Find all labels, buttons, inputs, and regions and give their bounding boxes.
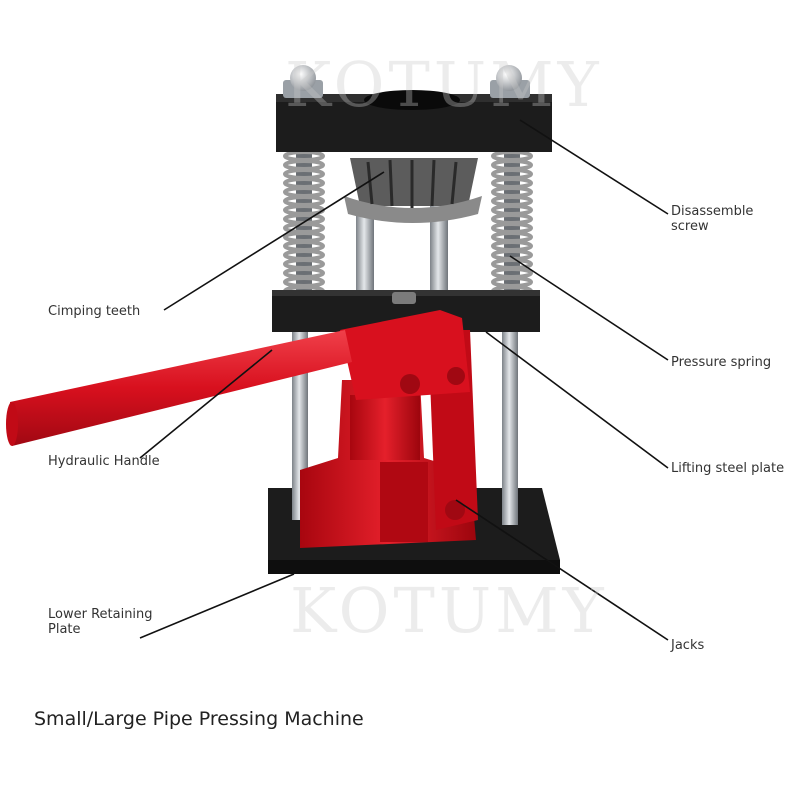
leader-lines (139, 119, 669, 641)
hydraulic-handle (6, 310, 470, 446)
top-plate (276, 90, 552, 152)
label-jacks: Jacks (671, 638, 705, 653)
leader-hydraulic-handle (139, 349, 273, 459)
watermark-top: KOTUMY (285, 48, 603, 121)
label-pressure-spring: Pressure spring (671, 355, 772, 370)
leader-crimping-teeth (163, 171, 385, 311)
label-lifting-steel-plate: Lifting steel plate (671, 461, 785, 476)
crimping-teeth (344, 158, 482, 223)
label-crimping-teeth: Cimping teeth (48, 304, 141, 319)
watermark-bottom: KOTUMY (290, 574, 608, 647)
disassemble-screws (283, 65, 530, 98)
label-lower-retaining-plate: Lower Retaining Plate (48, 607, 153, 637)
guide-rods (292, 205, 518, 525)
label-disassemble-screw: Disassemble screw (671, 204, 754, 234)
leader-lower-retaining-plate (139, 573, 295, 639)
pressure-spring-left (283, 150, 325, 300)
leader-disassemble-screw (519, 119, 669, 215)
leader-lifting-steel-plate (485, 331, 669, 469)
pressure-spring-right (491, 150, 533, 300)
leader-jacks (455, 499, 669, 641)
jacks (300, 330, 478, 548)
label-hydraulic-handle: Hydraulic Handle (48, 454, 160, 469)
caption: Small/Large Pipe Pressing Machine (34, 708, 364, 730)
leader-pressure-spring (509, 255, 669, 361)
